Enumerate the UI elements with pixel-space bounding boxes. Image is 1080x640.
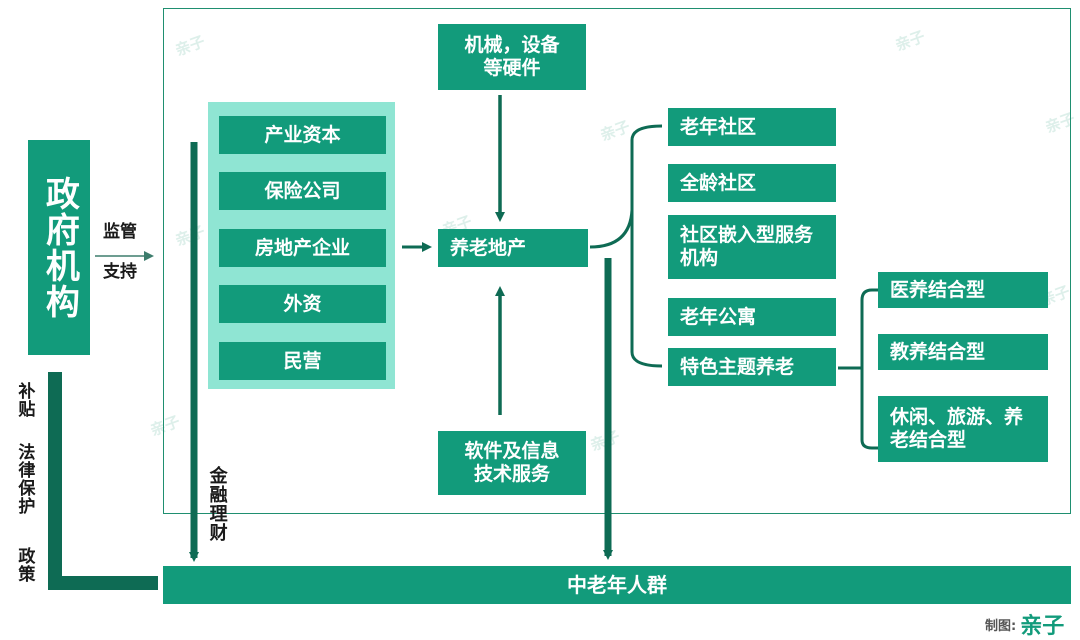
type-box: 全龄社区 [668,164,836,202]
support-item-policy: 政策 [14,547,35,583]
software-label: 软件及信息 技术服务 [464,440,560,485]
capital-source: 外资 [219,285,386,323]
capital-source: 民营 [219,342,386,380]
capital-source: 保险公司 [219,172,386,210]
credit: 制图: 亲子 [985,608,1064,640]
themes-bracket [838,288,878,450]
type-box: 社区嵌入型服务机构 [668,215,836,279]
credit-prefix: 制图: [985,618,1017,634]
hardware-label: 机械，设备 等硬件 [464,34,560,79]
support-item-subsidy: 补贴 [14,382,35,418]
support-item-legal: 法律保护 [14,443,35,515]
gov-arrow-bottom-label: 支持 [103,262,137,282]
theme-box: 休闲、旅游、养老结合型 [878,396,1048,462]
ecosystem-frame [163,8,1071,514]
types-bracket [589,124,663,368]
government-box: 政府机构 [28,140,90,355]
target-label: 中老年人群 [567,573,667,597]
type-box: 老年社区 [668,108,836,146]
capital-source: 产业资本 [219,116,386,154]
government-label: 政府机构 [39,175,80,320]
theme-box: 教养结合型 [878,334,1048,370]
center-box: 养老地产 [438,229,588,267]
gov-arrow-top-label: 监管 [103,222,137,242]
type-box: 老年公寓 [668,298,836,336]
center-label: 养老地产 [450,236,527,259]
capital-source: 房地产企业 [219,229,386,267]
target-bar: 中老年人群 [163,566,1071,604]
gov-support-bar-vertical [48,372,62,590]
software-box: 软件及信息 技术服务 [438,431,586,495]
theme-box: 医养结合型 [878,272,1048,308]
gov-support-bar-horizontal [48,576,158,590]
credit-brand-logo: 亲子 [1020,613,1065,639]
finance-label: 金融理财 [206,466,228,542]
type-box: 特色主题养老 [668,348,836,386]
hardware-box: 机械，设备 等硬件 [438,24,586,90]
